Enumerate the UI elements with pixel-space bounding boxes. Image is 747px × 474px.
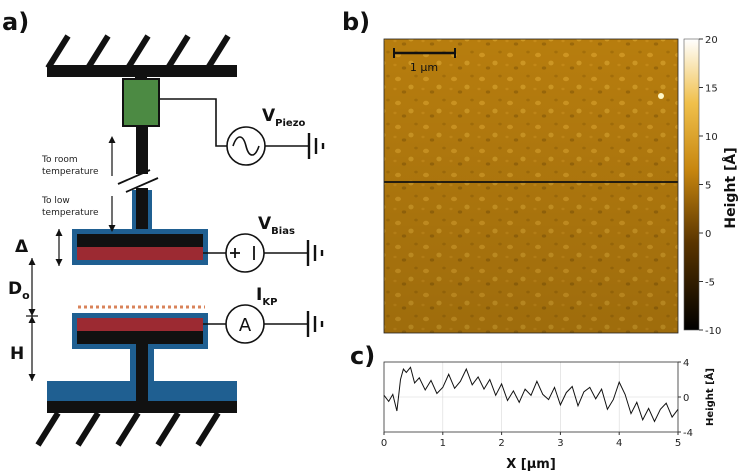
y-tick-label: 4 [683, 358, 689, 369]
colorbar-ticks: 20 15 10 5 0 -5 -10 [699, 35, 721, 337]
height-profile-line [383, 366, 679, 423]
colorbar-tick-label: 20 [705, 35, 718, 46]
colorbar-tick-label: 5 [705, 181, 711, 192]
bottom-clamp-bar [47, 401, 237, 413]
bright-particle [658, 93, 664, 99]
colorbar-tick-label: -10 [705, 326, 721, 337]
x-tick-label: 1 [440, 438, 446, 449]
colorbar [683, 38, 700, 331]
break-line-2 [125, 177, 159, 193]
x-tick-label: 4 [616, 438, 622, 449]
v-bias-label: VBias [258, 214, 295, 237]
piezo-actuator [122, 78, 160, 127]
v-piezo-label: VPiezo [262, 106, 306, 129]
x-axis-label: X [μm] [506, 457, 556, 472]
room-temp-label-1: To room [41, 155, 78, 165]
d0-label: Do [8, 279, 30, 302]
delta-label: Δ [15, 237, 29, 257]
colorbar-tick-label: -5 [705, 278, 715, 289]
y-tick-label: -4 [683, 428, 693, 439]
colorbar-tick-label: 15 [705, 84, 718, 95]
x-tick-label: 2 [498, 438, 504, 449]
i-kp-label: IKP [256, 285, 277, 308]
top-clamp-bar [47, 65, 237, 77]
panel-b-label: b) [342, 8, 370, 36]
panel-a-label: a) [2, 8, 29, 36]
panel-c-label: c) [350, 342, 375, 370]
upper-rod [136, 126, 148, 176]
x-tick-label: 3 [557, 438, 563, 449]
h-label: H [10, 344, 24, 364]
profile-chart: 0 1 2 3 4 5 4 0 -4 X [μm] Height [Å] [381, 358, 716, 472]
ammeter-symbol: A [239, 315, 252, 336]
y-axis-label: Height [Å] [703, 368, 716, 426]
room-temp-label-2: temperature [42, 167, 99, 177]
top-ground-hatch [45, 34, 231, 70]
panel-c-profile: c) 0 1 2 3 4 5 4 0 -4 X [μm] Height [Å] [350, 342, 716, 472]
lower-electrode [77, 318, 203, 331]
bottom-ground-hatch [35, 411, 221, 447]
x-tick-label: 5 [675, 438, 681, 449]
break-line-1 [117, 169, 151, 185]
panel-b-afm: b) 1 μm 20 15 10 5 0 -5 -10 Height [Å] [342, 8, 739, 337]
low-temp-label-1: To low [41, 196, 70, 206]
scale-bar-label: 1 μm [410, 61, 438, 74]
y-tick-label: 0 [683, 393, 689, 404]
low-temp-label-2: temperature [42, 208, 99, 218]
panel-a-schematic: a) [2, 8, 325, 447]
x-tick-label: 0 [381, 438, 387, 449]
colorbar-title: Height [Å] [722, 147, 739, 228]
upper-electrode [77, 247, 203, 260]
colorbar-tick-label: 0 [705, 229, 711, 240]
colorbar-tick-label: 10 [705, 132, 718, 143]
